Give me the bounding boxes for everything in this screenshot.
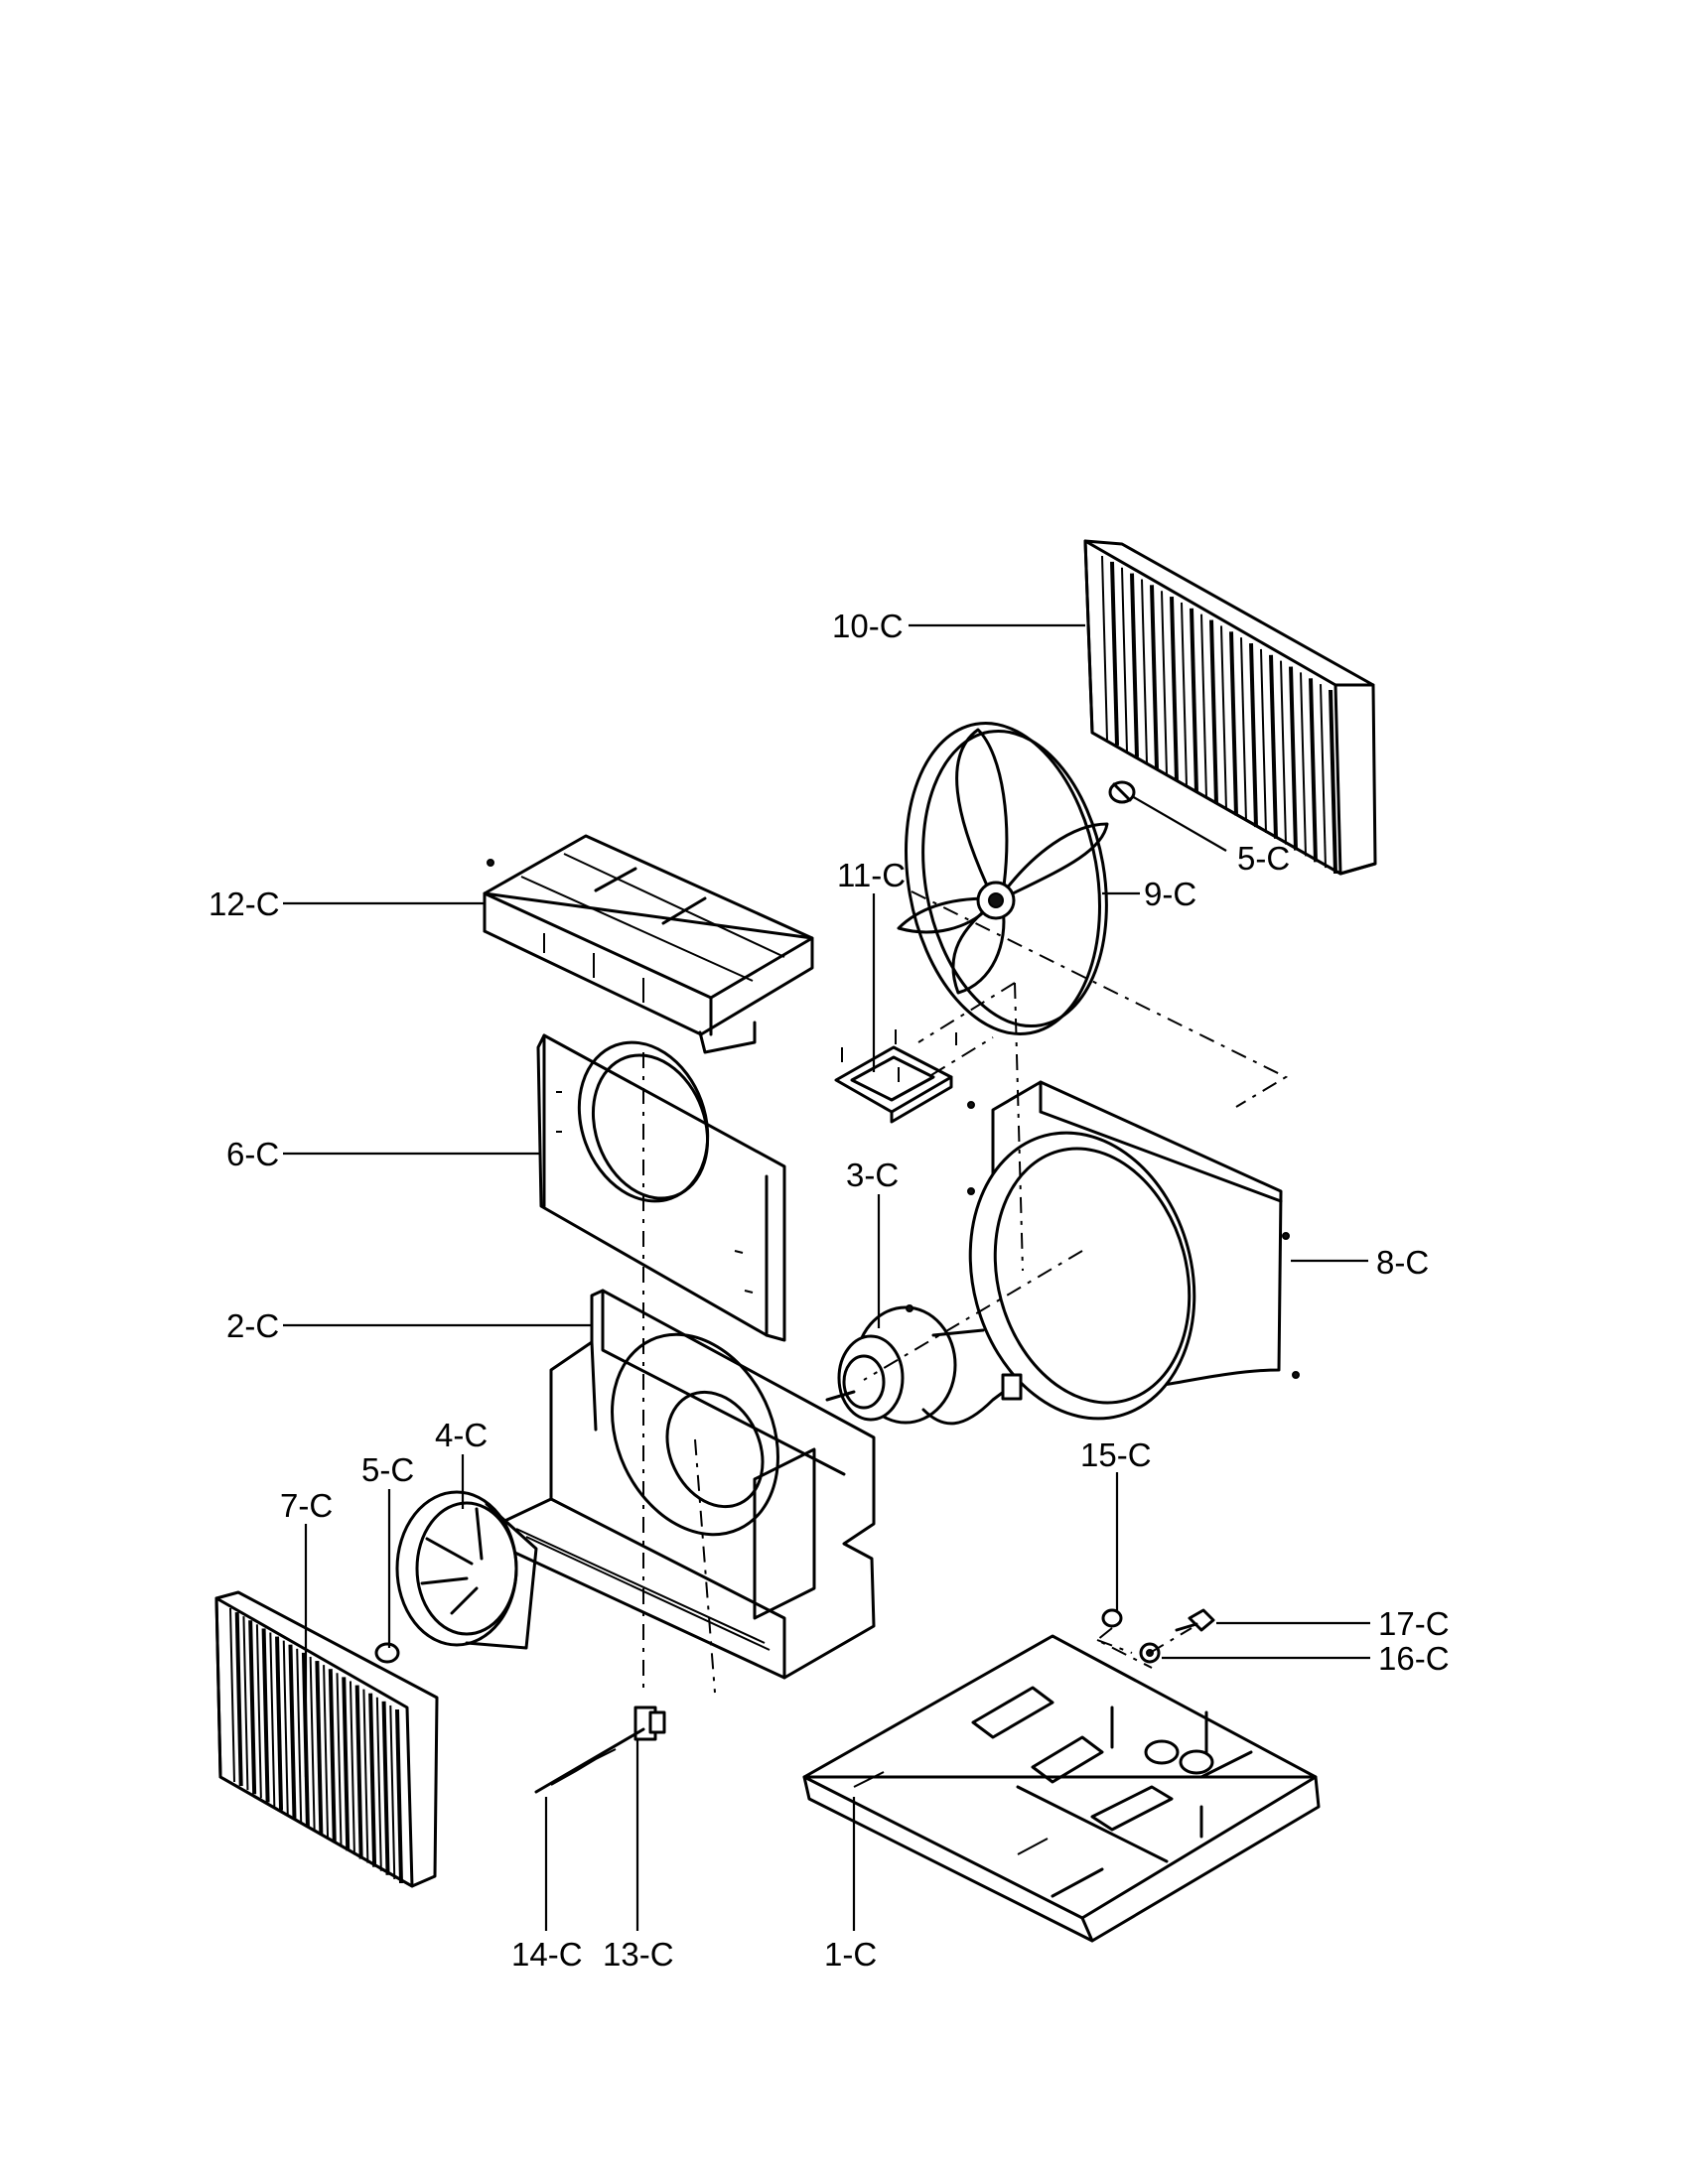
bolt-17c: [1175, 1608, 1215, 1632]
label-12c: 12-C: [209, 886, 280, 922]
label-10c: 10-C: [832, 608, 904, 644]
label-5c-bottom: 5-C: [361, 1451, 414, 1488]
assembly-lines: [642, 890, 1289, 1694]
label-2c: 2-C: [226, 1307, 279, 1344]
blower-wheel-4c: [395, 1490, 538, 1650]
condenser-coil-10c: [1083, 539, 1377, 876]
fan-shroud-8c: [967, 1080, 1300, 1421]
clip-5c-top: [1108, 780, 1136, 804]
fan-blade-9c: [897, 722, 1109, 1035]
label-6c: 6-C: [226, 1136, 279, 1172]
label-14c: 14-C: [511, 1936, 583, 1973]
label-4c: 4-C: [435, 1417, 488, 1453]
leader-lines: [283, 623, 1370, 1931]
duct-housing-12c: [483, 834, 814, 1054]
base-pan-1c: [802, 1634, 1321, 1943]
label-7c: 7-C: [280, 1487, 333, 1524]
probe-14c: [534, 1727, 645, 1794]
label-15c: 15-C: [1080, 1436, 1152, 1473]
label-13c: 13-C: [603, 1936, 674, 1973]
label-17c: 17-C: [1378, 1605, 1450, 1642]
label-3c: 3-C: [846, 1157, 899, 1193]
screw-15c: [1101, 1608, 1123, 1628]
evaporator-coil-7c: [214, 1590, 439, 1888]
main-housing-2c: [496, 1289, 876, 1680]
clip-5c-bottom: [374, 1642, 400, 1664]
fan-motor-3c: [825, 1304, 1023, 1426]
thermistor-13c: [633, 1706, 666, 1741]
label-1c: 1-C: [824, 1936, 877, 1973]
orifice-panel-6c: [536, 1033, 786, 1342]
motor-bracket-11c: [834, 1029, 957, 1124]
label-16c: 16-C: [1378, 1640, 1450, 1677]
label-9c: 9-C: [1144, 876, 1196, 912]
label-8c: 8-C: [1376, 1244, 1429, 1281]
label-11c: 11-C: [837, 857, 906, 893]
label-5c-top: 5-C: [1237, 840, 1290, 877]
